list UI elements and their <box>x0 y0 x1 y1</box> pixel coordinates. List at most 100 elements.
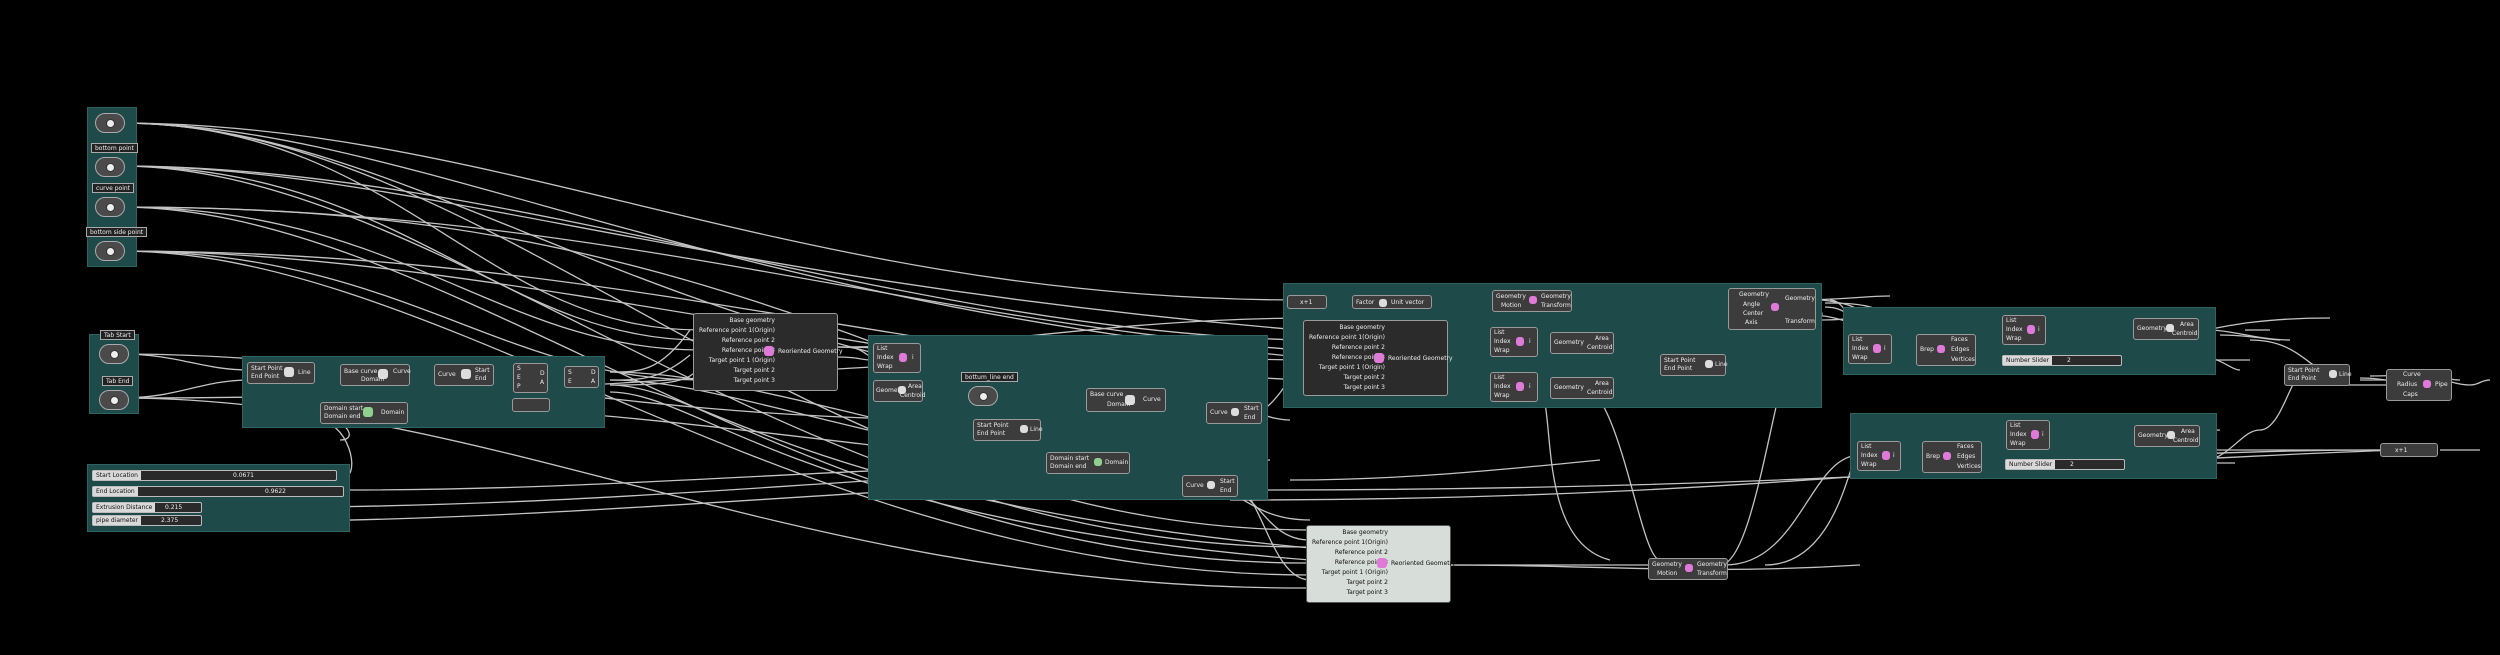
orient-component[interactable]: Base geometry Reference point 1(Origin) … <box>693 313 843 391</box>
point-param[interactable] <box>99 344 129 364</box>
pin: Wrap <box>1861 461 1877 468</box>
pin: Reference point 2 <box>721 337 775 344</box>
pin: Motion <box>1657 570 1678 577</box>
pin: Wrap <box>877 363 893 370</box>
pin: E <box>568 378 572 385</box>
list-item-icon <box>2031 430 2039 439</box>
orient-icon <box>764 346 774 356</box>
list-item-component[interactable]: List Index Wrap i <box>873 343 921 373</box>
pipe-component[interactable]: Curve Radius Caps Pipe <box>2386 369 2452 401</box>
pin: Geometry <box>1554 339 1584 346</box>
pipe-diameter-slider[interactable]: pipe diameter 2.375 <box>92 515 202 526</box>
area-component[interactable]: Geometry Area Centroid <box>2134 425 2200 447</box>
expression-component[interactable]: x+1 <box>2380 443 2438 457</box>
list-item-component[interactable]: List Index Wrap i <box>1848 334 1892 364</box>
start-location-slider[interactable]: Start Location 0.0671 <box>92 470 337 481</box>
area-component[interactable]: Geometry Area Centroid <box>873 380 926 402</box>
point-label-curve: curve point <box>92 183 135 193</box>
pin: Reference point 2 <box>1334 549 1388 556</box>
area-component[interactable]: Geometry Area Centroid <box>1550 377 1614 399</box>
point-param[interactable] <box>968 386 998 406</box>
pin: Reference point 1(Origin) <box>699 327 775 334</box>
slider-name: Number Slider <box>2006 460 2056 469</box>
line-component[interactable]: Start Point End Point Line <box>1660 354 1728 376</box>
area-icon <box>2166 324 2174 332</box>
pin: Reference point 1(Origin) <box>1309 334 1385 341</box>
list-item-component[interactable]: List Index Wrap i <box>2006 420 2050 450</box>
end-location-slider[interactable]: End Location 0.9622 <box>92 486 344 497</box>
point-param[interactable] <box>95 197 125 217</box>
line-component[interactable]: Start Point End Point Line <box>2284 364 2352 386</box>
evaluate-component[interactable]: Curve Start End <box>1206 402 1262 424</box>
pin: Domain <box>381 409 405 416</box>
pin: Faces <box>1951 336 1968 343</box>
extrusion-distance-slider[interactable]: Extrusion Distance 0.215 <box>92 502 202 513</box>
list-a-component[interactable]: S E P D A <box>513 363 548 393</box>
point-param[interactable] <box>95 113 125 133</box>
pin: Domain start <box>1050 455 1090 462</box>
pin: Line <box>1030 426 1043 433</box>
pin: Domain <box>1105 459 1129 466</box>
number-slider[interactable]: Number Slider 2 <box>2005 459 2125 470</box>
area-component[interactable]: Geometry Area Centroid <box>1550 332 1614 354</box>
pin: Base geometry <box>729 317 775 324</box>
curve-icon <box>378 369 388 379</box>
pin: Start <box>1244 405 1259 412</box>
orient-component[interactable]: Base geometry Reference point 1(Origin) … <box>1303 320 1453 396</box>
pin: Target point 2 <box>1346 579 1389 586</box>
pin: Geometry <box>1541 293 1571 300</box>
evaluate-component[interactable]: Curve Start End <box>434 364 494 386</box>
expression-component[interactable]: x+1 <box>1287 295 1327 309</box>
area-component[interactable]: Geometry Area Centroid <box>2133 318 2199 340</box>
point-label-bottom-side: bottom side point <box>86 227 148 237</box>
small-component[interactable] <box>512 398 550 412</box>
wire <box>119 206 701 351</box>
evaluate-component[interactable]: Curve Start End <box>1182 475 1238 497</box>
point-param[interactable] <box>95 157 125 177</box>
slider-value: 2 <box>2070 461 2074 468</box>
list-item-component[interactable]: List Index Wrap i <box>1490 372 1538 402</box>
move-component[interactable]: Geometry Motion Geometry Transform <box>1492 290 1572 312</box>
wire <box>119 122 1311 531</box>
pin: Centroid <box>2172 330 2198 337</box>
eval-icon <box>1231 408 1239 416</box>
list-b-component[interactable]: S E D A <box>564 366 599 388</box>
list-item-component[interactable]: List Index Wrap i <box>1857 441 1901 471</box>
curve-domain-component[interactable]: Base curve Curve Domain <box>340 364 411 386</box>
pin: End <box>1244 414 1256 421</box>
pin: D <box>591 369 596 376</box>
pin: Brep <box>1926 453 1940 460</box>
rotate-component[interactable]: Geometry Angle Center Axis Geometry Tran… <box>1728 288 1816 330</box>
unit-vector-icon <box>1379 299 1387 307</box>
deconstruct-brep-component[interactable]: Brep Faces Edges Vertices <box>1916 334 1976 366</box>
slider-name: pipe diameter <box>93 516 142 525</box>
line-component[interactable]: Start Point End Point Line <box>247 362 315 384</box>
point-param[interactable] <box>95 241 125 261</box>
pin: A <box>591 378 596 385</box>
pin: Factor <box>1356 299 1375 306</box>
pin: Centroid <box>2173 437 2199 444</box>
pin: Target point 1 (Origin) <box>708 357 775 364</box>
domain-component[interactable]: Domain start Domain end Domain <box>1046 452 1130 474</box>
pin: Area <box>1595 335 1609 342</box>
list-item-component[interactable]: List Index Wrap i <box>1490 327 1538 357</box>
pin: Geometry <box>1554 384 1584 391</box>
domain-component[interactable]: Domain start Domain end Domain <box>320 402 408 424</box>
number-slider[interactable]: Number Slider 2 <box>2002 355 2122 366</box>
unit-vector-component[interactable]: Factor Unit vector <box>1352 295 1432 309</box>
curve-domain-component[interactable]: Base curve Domain Curve <box>1086 388 1166 412</box>
wire <box>119 122 1301 358</box>
deconstruct-brep-component[interactable]: Brep Faces Edges Vertices <box>1922 441 1982 473</box>
area-icon <box>898 386 906 394</box>
list-item-icon <box>1516 337 1524 346</box>
pin: i <box>912 354 914 361</box>
line-component[interactable]: Start Point End Point Line <box>973 419 1043 441</box>
move-component[interactable]: Geometry Motion Geometry Transform <box>1648 558 1728 580</box>
point-param[interactable] <box>99 390 129 410</box>
pin: Line <box>298 369 311 376</box>
list-item-component[interactable]: List Index Wrap i <box>2002 315 2046 345</box>
orient-component[interactable]: Base geometry Reference point 1(Origin) … <box>1306 525 1456 603</box>
rotate-icon <box>1771 303 1779 311</box>
pin: S <box>517 365 521 372</box>
